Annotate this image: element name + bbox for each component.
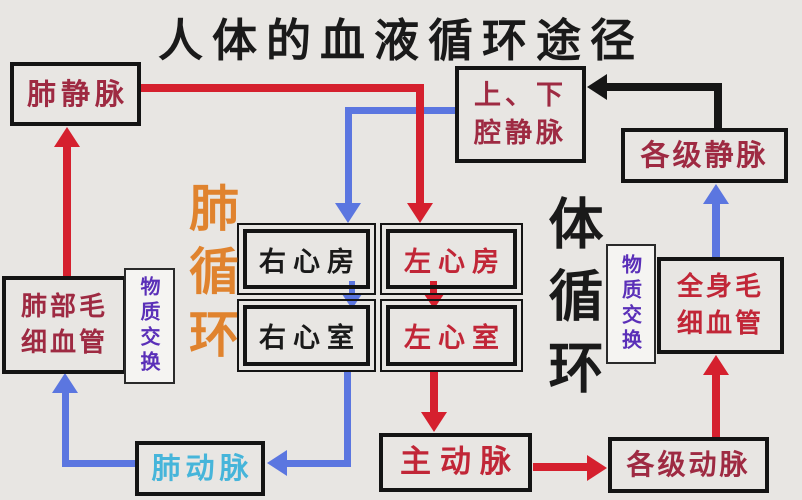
arrowhead-up-icon: [703, 355, 729, 375]
arrowhead-down-icon: [335, 203, 361, 223]
box-body-capillaries-label-line2: 细血管: [676, 308, 764, 339]
box-lung-capillaries-label-line2: 细血管: [20, 328, 108, 358]
box-vena-cava-label-line1: 上、下: [474, 79, 567, 111]
box-aorta-label: 主动脉: [400, 443, 520, 480]
arrowhead-left-icon: [587, 74, 607, 100]
arrowhead-up-icon: [54, 127, 80, 147]
systemic-circulation-label: 体循环: [539, 195, 604, 411]
box-veins-all-levels-label: 各级静脉: [640, 138, 769, 173]
box-pulmonary-vein: 肺静脉: [10, 62, 141, 126]
box-vena-cava-label-line2: 腔静脉: [474, 117, 567, 149]
box-right-atrium: 右心房: [237, 223, 376, 295]
page-title: 人体的血液循环途径: [157, 14, 644, 67]
arrowhead-left-icon: [267, 450, 287, 476]
material-exchange-left-label: 物质交换: [137, 276, 161, 376]
box-body-capillaries: 全身毛 细血管: [657, 257, 784, 354]
box-left-ventricle-label: 左心室: [404, 323, 506, 354]
box-left-atrium: 左心房: [380, 223, 523, 295]
arrowhead-up-icon: [703, 184, 729, 204]
material-exchange-left: 物质交换: [124, 268, 175, 384]
box-lung-capillaries: 肺部毛 细血管: [2, 276, 127, 374]
box-left-atrium-label: 左心房: [404, 246, 506, 278]
arrowhead-down-icon: [407, 203, 433, 223]
box-lung-capillaries-label-line1: 肺部毛: [20, 291, 108, 322]
box-pulmonary-artery: 肺动脉: [135, 441, 265, 496]
box-right-ventricle: 右心室: [237, 299, 376, 372]
box-left-ventricle: 左心室: [380, 299, 523, 372]
box-arteries-all-levels: 各级动脉: [608, 437, 769, 493]
material-exchange-right-label: 物质交换: [618, 254, 643, 354]
pulmonary-circulation-label: 肺循环: [181, 182, 240, 371]
arrowhead-down-icon: [421, 412, 447, 432]
box-right-ventricle-label: 右心室: [259, 323, 361, 354]
box-arteries-all-levels-label: 各级动脉: [626, 448, 751, 482]
box-veins-all-levels: 各级静脉: [621, 128, 788, 183]
box-right-atrium-label: 右心房: [259, 246, 361, 278]
arrowhead-right-icon: [587, 455, 607, 481]
arrowhead-up-icon: [52, 373, 78, 393]
box-vena-cava: 上、下 腔静脉: [455, 66, 586, 163]
box-body-capillaries-label-line1: 全身毛: [676, 272, 764, 303]
box-aorta: 主动脉: [379, 433, 532, 492]
material-exchange-right: 物质交换: [606, 244, 656, 364]
box-pulmonary-artery-label: 肺动脉: [151, 451, 254, 486]
heart-chambers-grid: 右心房 左心房 右心室 左心室: [237, 223, 523, 372]
box-pulmonary-vein-label: 肺静脉: [26, 76, 129, 111]
